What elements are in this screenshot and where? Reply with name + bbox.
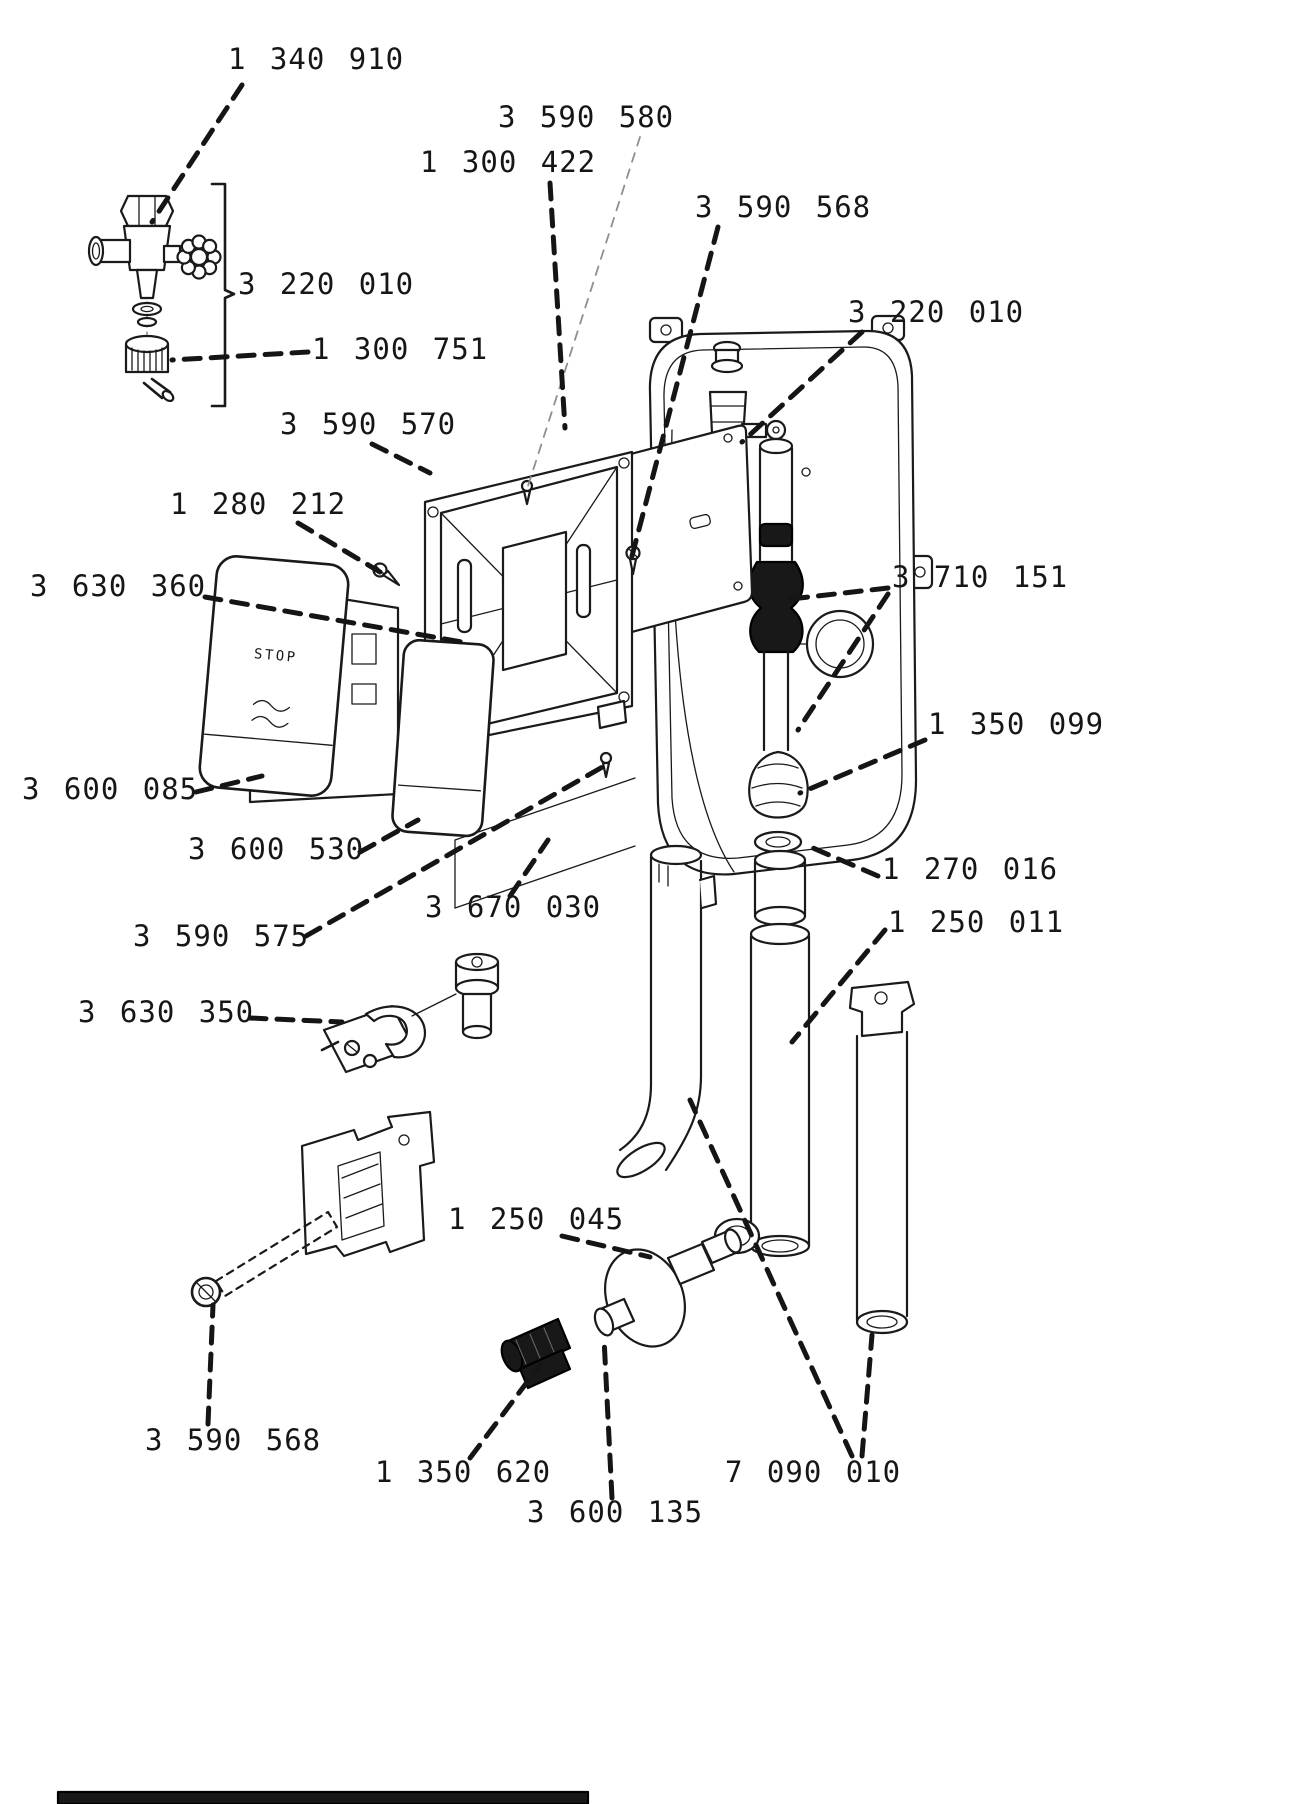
flush-pipe-straight bbox=[749, 849, 811, 1258]
screw-frame-left bbox=[372, 562, 401, 587]
flush-pipe-right bbox=[848, 980, 916, 1335]
handwheel-icon bbox=[176, 234, 222, 280]
long-screw bbox=[190, 1210, 339, 1308]
cover-plate-right bbox=[391, 638, 495, 838]
wall-plate bbox=[300, 1110, 436, 1258]
float-bulb bbox=[748, 750, 809, 819]
angle-valve bbox=[87, 194, 222, 403]
scan-artifact-bar bbox=[56, 1790, 590, 1804]
stop-plate-text: STOP bbox=[253, 646, 298, 666]
wall-clamp-bracket bbox=[320, 952, 500, 1074]
serrated-coupling bbox=[124, 334, 175, 403]
screw-frame-bottom bbox=[599, 751, 613, 779]
flush-valve-bellows bbox=[748, 437, 875, 752]
seal-ring bbox=[753, 830, 803, 854]
flush-cone-connector bbox=[593, 1228, 742, 1348]
leader-lines bbox=[149, 82, 928, 1501]
knurled-nut bbox=[500, 1317, 572, 1390]
cover-plate-stop: STOP bbox=[198, 555, 350, 797]
wall-edge-lines bbox=[454, 777, 636, 909]
flush-bend-pipe bbox=[616, 844, 718, 1179]
grouping-bracket bbox=[210, 182, 236, 408]
